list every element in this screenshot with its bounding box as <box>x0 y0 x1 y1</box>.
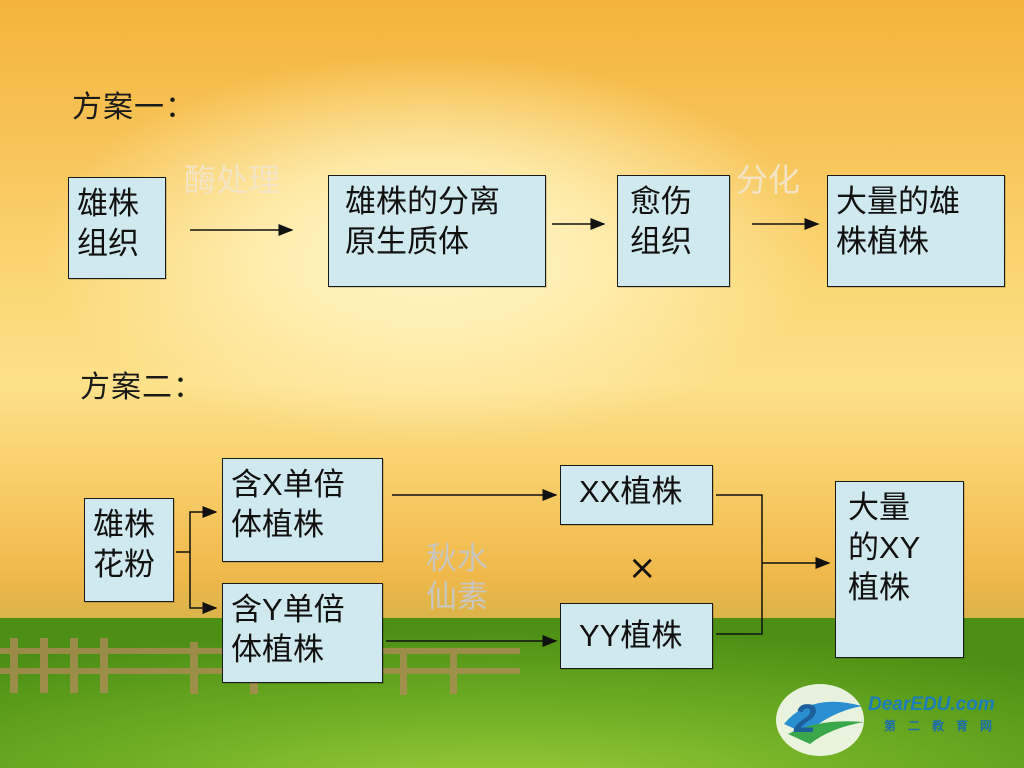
scheme1-heading: 方案一： <box>72 90 196 125</box>
differentiation-label: 分化 <box>736 161 801 199</box>
box-line: 株植株 <box>836 224 929 260</box>
label-line: 秋水 <box>426 541 488 577</box>
y-haploid-box: 含Y单倍 体植株 <box>222 583 383 683</box>
callus-box: 愈伤 组织 <box>617 175 730 287</box>
box-line: 组织 <box>630 224 692 260</box>
xx-plant-box: XX植株 <box>560 465 713 525</box>
box-line: 的XY <box>848 530 921 566</box>
protoplast-box: 雄株的分离 原生质体 <box>328 175 546 287</box>
box-line: 雄株 <box>77 186 139 222</box>
site-logo: 2 <box>776 684 864 756</box>
box-line: 花粉 <box>93 547 155 583</box>
logo-subtext: 第二教育网 <box>884 719 1005 733</box>
x-haploid-box: 含X单倍 体植株 <box>222 458 383 562</box>
label-line: 仙素 <box>426 579 488 615</box>
enzyme-label: 酶处理 <box>184 161 281 199</box>
box-line: 雄株 <box>93 507 155 543</box>
cross-symbol: × <box>628 548 657 588</box>
box-line: 体植株 <box>231 507 324 543</box>
scheme2-heading: 方案二： <box>80 370 204 405</box>
svg-text:2: 2 <box>793 697 816 741</box>
yy-plant-box: YY植株 <box>560 603 713 669</box>
box-line: 组织 <box>77 226 139 262</box>
box-line: 大量的雄 <box>836 184 960 220</box>
box-line: 愈伤 <box>630 184 692 220</box>
male-plants-box: 大量的雄 株植株 <box>827 175 1005 287</box>
male-tissue-box: 雄株 组织 <box>68 177 166 279</box>
arrow-pollen-split <box>189 552 218 614</box>
box-line: 植株 <box>848 570 910 606</box>
box-line: 雄株的分离 <box>345 184 500 220</box>
bracket-join <box>716 494 763 635</box>
box-line: 含Y单倍 <box>231 592 345 628</box>
xy-plants-box: 大量 的XY 植株 <box>835 481 964 658</box>
logo-text: DearEDU.com <box>868 694 995 715</box>
box-line: 体植株 <box>231 632 324 668</box>
arrow-pollen-split <box>176 506 218 553</box>
pollen-box: 雄株 花粉 <box>84 498 174 602</box>
box-line: 含X单倍 <box>231 467 345 503</box>
box-line: 原生质体 <box>345 224 469 260</box>
colchicine-label: 秋水 仙素 <box>426 540 488 616</box>
box-line: 大量 <box>848 490 910 526</box>
